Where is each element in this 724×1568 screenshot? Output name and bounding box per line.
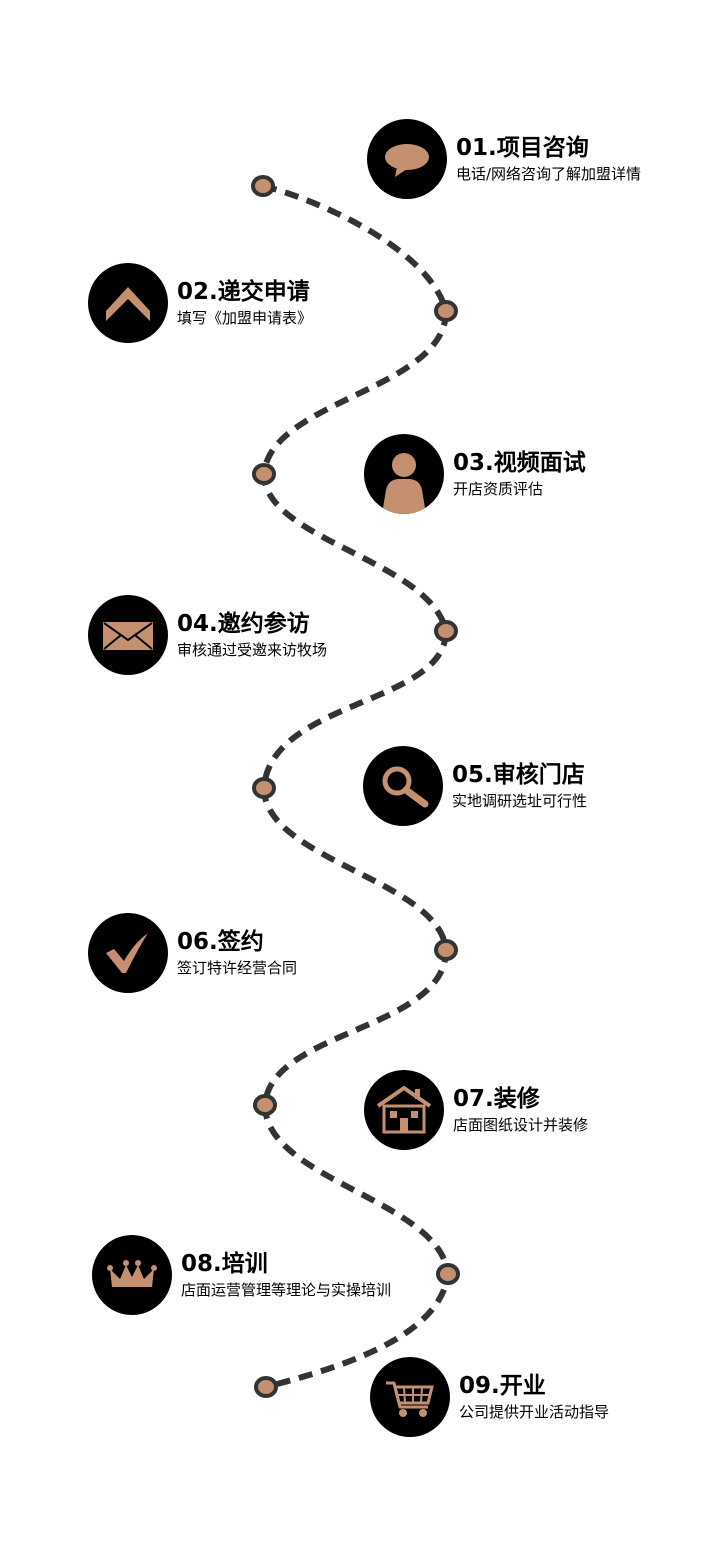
step-09-icon-circle (370, 1357, 450, 1437)
step-05-text: 05.审核门店 实地调研选址可行性 (452, 761, 587, 811)
step-description: 签订特许经营合同 (177, 959, 298, 977)
path-node (436, 1263, 460, 1285)
step-title: 04.邀约参访 (177, 611, 310, 637)
step-08-text: 08.培训 店面运营管理等理论与实操培训 (181, 1250, 391, 1300)
house-icon (376, 1086, 432, 1134)
step-title: 07.装修 (453, 1086, 540, 1112)
step-05-icon-circle (363, 746, 443, 826)
step-description: 实地调研选址可行性 (452, 792, 588, 810)
step-title: 02.递交申请 (177, 279, 310, 305)
step-03-icon-circle (364, 434, 444, 514)
path-node (252, 777, 276, 799)
step-07-icon-circle (364, 1070, 444, 1150)
step-08-icon-circle (92, 1235, 172, 1315)
crown-icon (107, 1260, 157, 1287)
envelope-icon (103, 622, 153, 650)
step-description: 审核通过受邀来访牧场 (177, 641, 328, 659)
shopping-cart-icon (386, 1381, 434, 1417)
step-03-text: 03.视频面试 开店资质评估 (453, 449, 586, 499)
step-09-text: 09.开业 公司提供开业活动指导 (459, 1372, 609, 1422)
step-description: 店面运营管理等理论与实操培训 (181, 1281, 392, 1299)
step-title: 03.视频面试 (453, 450, 586, 476)
checkmark-icon (106, 933, 148, 973)
chevron-up-icon (106, 287, 150, 321)
step-01-icon-circle (367, 119, 447, 199)
path-node (434, 620, 458, 642)
step-description: 店面图纸设计并装修 (453, 1116, 589, 1134)
step-06-text: 06.签约 签订特许经营合同 (177, 928, 297, 978)
speech-bubble-icon (385, 144, 429, 177)
step-title: 09.开业 (459, 1373, 546, 1399)
step-title: 05.审核门店 (452, 762, 585, 788)
step-04-icon-circle (88, 595, 168, 675)
step-description: 电话/网络咨询了解加盟详情 (456, 165, 642, 183)
step-title: 01.项目咨询 (456, 135, 589, 161)
step-description: 开店资质评估 (453, 480, 544, 498)
path-node (253, 1094, 277, 1116)
step-description: 填写《加盟申请表》 (177, 309, 313, 327)
step-06-icon-circle (88, 913, 168, 993)
step-description: 公司提供开业活动指导 (459, 1403, 610, 1421)
step-02-text: 02.递交申请 填写《加盟申请表》 (177, 278, 312, 328)
step-title: 08.培训 (181, 1251, 268, 1277)
magnifier-icon (382, 766, 429, 808)
path-node (251, 175, 275, 197)
path-node (252, 463, 276, 485)
step-02-icon-circle (88, 263, 168, 343)
path-nodes (251, 175, 460, 1398)
step-01-text: 01.项目咨询 电话/网络咨询了解加盟详情 (456, 134, 641, 184)
step-title: 06.签约 (177, 929, 264, 955)
path-node (434, 939, 458, 961)
step-04-text: 04.邀约参访 审核通过受邀来访牧场 (177, 610, 327, 660)
step-07-text: 07.装修 店面图纸设计并装修 (453, 1085, 588, 1135)
person-icon (382, 453, 426, 514)
path-node (434, 300, 458, 322)
path-node (254, 1376, 278, 1398)
